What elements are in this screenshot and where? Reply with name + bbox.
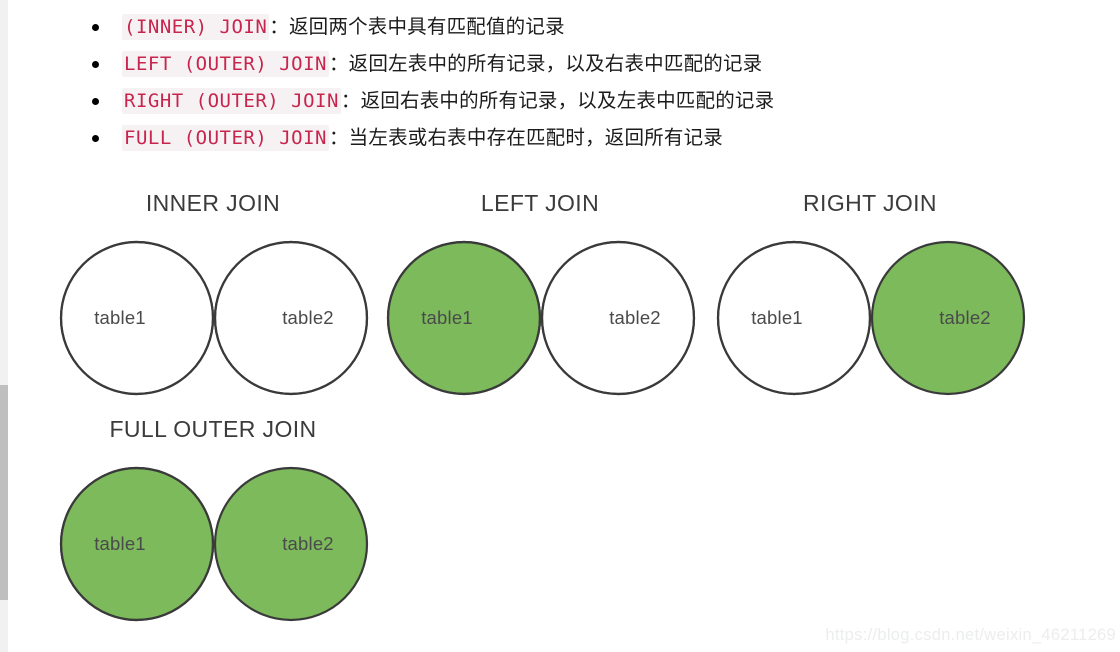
venn-graphic: table1 table2 (59, 240, 369, 396)
join-code-label: (INNER) JOIN (122, 14, 270, 40)
join-definition-list: (INNER) JOIN：返回两个表中具有匹配值的记录 LEFT (OUTER)… (80, 8, 1090, 156)
bullet-icon (92, 135, 99, 142)
join-code-label: FULL (OUTER) JOIN (122, 125, 329, 151)
list-item: FULL (OUTER) JOIN：当左表或右表中存在匹配时，返回所有记录 (80, 119, 1090, 156)
watermark-text: https://blog.csdn.net/weixin_46211269 (825, 626, 1116, 644)
list-item-content: FULL (OUTER) JOIN：当左表或右表中存在匹配时，返回所有记录 (80, 119, 723, 157)
venn-diagram-grid: INNER JOIN table1 table2 LEFT JOIN (0, 176, 1120, 652)
join-description: ：返回右表中的所有记录，以及左表中匹配的记录 (340, 89, 775, 112)
venn-circle-right-outline (213, 240, 369, 396)
page-scrollbar-thumb[interactable] (0, 385, 8, 600)
venn-label-right: table2 (282, 307, 334, 328)
venn-graphic: table1 table2 (386, 240, 696, 396)
list-item: RIGHT (OUTER) JOIN：返回右表中的所有记录，以及左表中匹配的记录 (80, 82, 1090, 119)
join-description: ：当左表或右表中存在匹配时，返回所有记录 (328, 126, 723, 149)
venn-label-left: table1 (751, 307, 803, 328)
venn-title: LEFT JOIN (480, 190, 600, 216)
join-description: ：返回两个表中具有匹配值的记录 (269, 15, 565, 38)
venn-title: FULL OUTER JOIN (109, 416, 317, 442)
venn-label-left: table1 (421, 307, 473, 328)
venn-title: INNER JOIN (145, 190, 281, 216)
venn-circle-right-outline (540, 240, 696, 396)
venn-label-left: table1 (94, 533, 146, 554)
bullet-icon (92, 61, 99, 68)
page-scrollbar-track[interactable] (0, 0, 8, 652)
venn-label-right: table2 (939, 307, 991, 328)
venn-circle-left-outline (716, 240, 872, 396)
join-code-label: LEFT (OUTER) JOIN (122, 51, 329, 77)
venn-label-left: table1 (94, 307, 146, 328)
venn-graphic: table1 table2 (59, 466, 369, 622)
venn-circle-left-outline (386, 240, 542, 396)
bullet-icon (92, 98, 99, 105)
list-item: LEFT (OUTER) JOIN：返回左表中的所有记录，以及右表中匹配的记录 (80, 45, 1090, 82)
venn-fill-right (870, 240, 1026, 396)
venn-circle-left-outline (59, 240, 215, 396)
venn-label-right: table2 (282, 533, 334, 554)
venn-circle-left-outline (59, 466, 215, 622)
venn-fill-right (213, 466, 369, 622)
list-item-content: LEFT (OUTER) JOIN：返回左表中的所有记录，以及右表中匹配的记录 (80, 45, 762, 83)
list-item-content: RIGHT (OUTER) JOIN：返回右表中的所有记录，以及左表中匹配的记录 (80, 82, 774, 120)
venn-title: RIGHT JOIN (803, 190, 937, 216)
join-code-label: RIGHT (OUTER) JOIN (122, 88, 341, 114)
list-item-content: (INNER) JOIN：返回两个表中具有匹配值的记录 (80, 8, 565, 46)
list-item: (INNER) JOIN：返回两个表中具有匹配值的记录 (80, 8, 1090, 45)
venn-label-right: table2 (609, 307, 661, 328)
bullet-icon (92, 24, 99, 31)
venn-graphic: table1 table2 (716, 240, 1026, 396)
join-description: ：返回左表中的所有记录，以及右表中匹配的记录 (328, 52, 763, 75)
